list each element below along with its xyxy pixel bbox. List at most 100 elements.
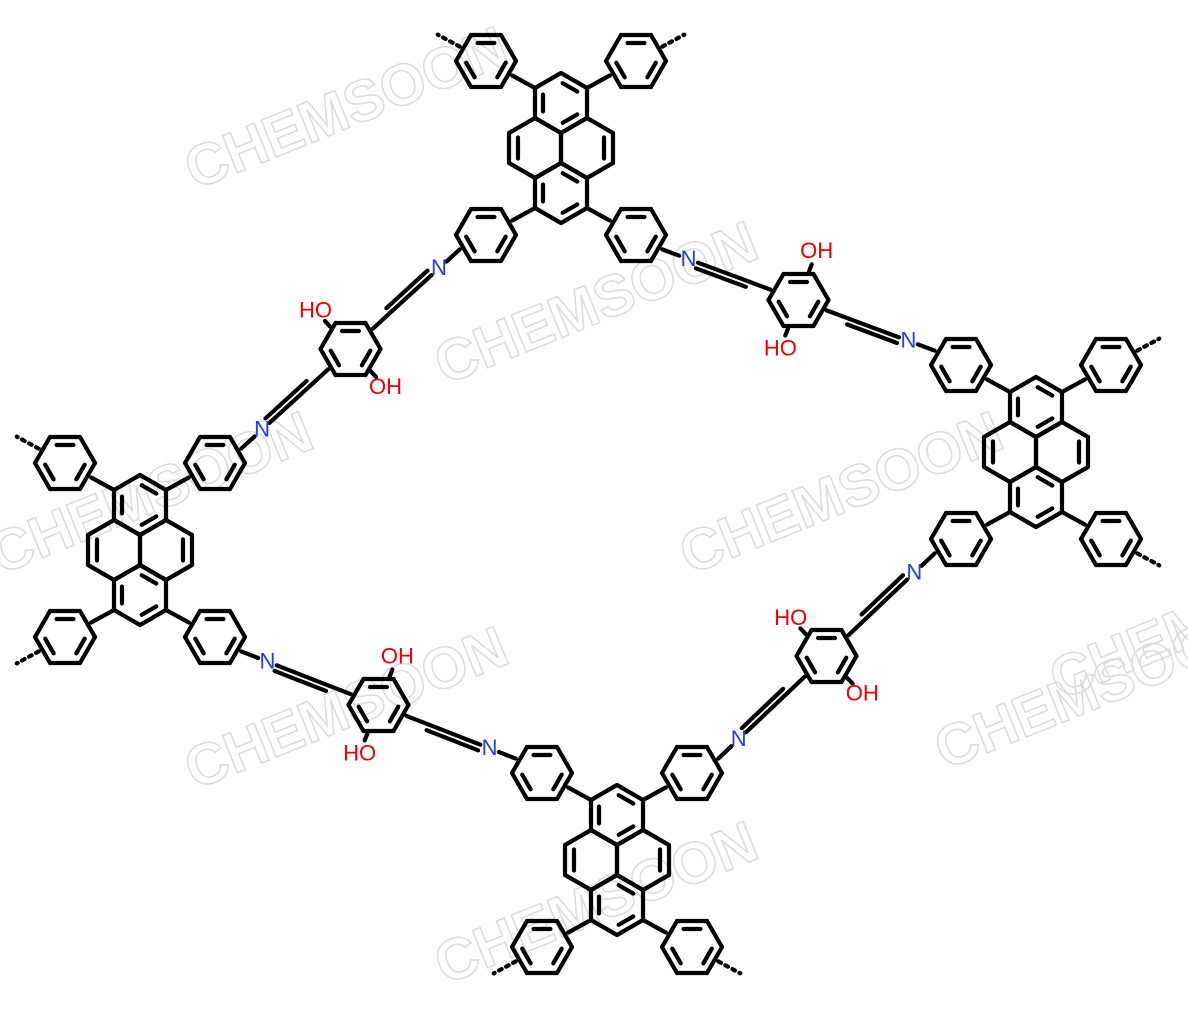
pyrene-bond (562, 872, 594, 893)
biaryl-bond (510, 73, 538, 91)
phenyl-bond (659, 944, 680, 976)
imine-double-bond (743, 691, 790, 735)
aromatic-bond (224, 636, 237, 656)
linker-ring-bond (391, 702, 411, 734)
phenyl-bond (453, 58, 474, 90)
aromatic-bond (670, 772, 683, 792)
phenyl-bond (32, 460, 53, 492)
aromatic-bond (74, 636, 87, 656)
pyrene-bond (1007, 464, 1039, 485)
watermark-text: CHEMSOON (426, 209, 767, 397)
aromatic-bond (776, 299, 790, 319)
phenyl-bond (1078, 510, 1099, 542)
pyrene-bond (1007, 509, 1039, 530)
phenyl-bond (1123, 336, 1144, 368)
aromatic-bond (74, 462, 87, 482)
phenyl-bond (32, 634, 53, 666)
phenyl-bond (659, 770, 680, 802)
phenyl-bond (227, 634, 248, 666)
watermark-text: CHEMSOON (0, 399, 322, 587)
phenyl-bond (453, 232, 474, 264)
linker-ring-bond (839, 653, 859, 685)
polymer-continuation-bond (491, 959, 518, 976)
aromatic-bond (701, 946, 714, 966)
imine-double-bond (424, 728, 481, 753)
pyrene-bond (584, 115, 616, 136)
phenyl-bond (648, 58, 669, 90)
phenyl-bond (704, 944, 725, 976)
c-c-bond (824, 308, 852, 321)
aromatic-bond (495, 60, 508, 80)
linker-ring-bond (391, 676, 411, 708)
phenyl-bond (659, 744, 680, 776)
biaryl-bond (1059, 377, 1087, 395)
phenyl-bond (928, 536, 949, 568)
phenyl-bond (973, 362, 994, 394)
biaryl-bond (163, 475, 191, 493)
pyrene-bond (506, 160, 538, 181)
phenyl-bond (509, 944, 530, 976)
nitrogen-label: N (431, 255, 447, 280)
biaryl-bond (640, 917, 668, 935)
linker-ring-bond (318, 346, 338, 378)
phenyl-bond (603, 32, 624, 64)
linker-ring-bond (766, 271, 786, 303)
aromatic-bond (359, 348, 373, 368)
c-c-bond (785, 674, 807, 696)
biaryl-bond (640, 785, 668, 803)
pyrene-bond (558, 160, 590, 181)
pyrene-bond (506, 115, 538, 136)
phenyl-bond (704, 744, 725, 776)
aromatic-bond (1035, 506, 1055, 519)
aromatic-bond (328, 348, 342, 368)
imine-double-bond (272, 668, 329, 694)
pyrene-bond (1033, 419, 1065, 440)
biaryl-bond (985, 377, 1013, 395)
biaryl-bond (1059, 509, 1087, 527)
phenyl-bond (648, 32, 669, 64)
c-c-bond (326, 683, 353, 697)
c-o-bond (322, 318, 333, 329)
phenyl-bond (182, 608, 203, 640)
phenyl-bond (227, 460, 248, 492)
nitrogen-label: N (906, 560, 922, 585)
aromatic-bond (495, 234, 508, 254)
linker-ring-bond (794, 653, 814, 685)
c-c-bond (846, 616, 868, 638)
phenyl-bond (498, 58, 519, 90)
aromatic-bond (616, 914, 636, 927)
pyrene-bond (1033, 464, 1065, 485)
watermark-text: CHEMSOON (176, 614, 517, 802)
pyrene-bond (163, 562, 195, 583)
linker-ring-bond (318, 320, 338, 352)
imine-double-bond (695, 260, 751, 284)
phenyl-bond (1123, 362, 1144, 394)
aromatic-bond (551, 772, 564, 792)
nitrogen-label: N (731, 726, 747, 751)
c-c-bond (745, 279, 773, 292)
pyrene-bond (614, 872, 646, 893)
linker-ring-bond (766, 297, 786, 329)
phenyl-bond (1078, 362, 1099, 394)
phenyl-bond (603, 58, 624, 90)
hydroxyl-label: OH (800, 238, 833, 263)
phenyl-bond (453, 206, 474, 238)
imine-double-bond (274, 663, 331, 688)
phenyl-bond (1078, 536, 1099, 568)
c-n-bond (496, 749, 518, 761)
pyrene-bond (640, 872, 672, 893)
biaryl-bond (566, 785, 594, 803)
pyrene-bond (111, 517, 143, 538)
nitrogen-label: N (900, 328, 916, 353)
pyrene-bond (558, 70, 590, 91)
aromatic-bond (1089, 364, 1102, 384)
linker-ring-bond (839, 627, 859, 659)
c-n-bond (716, 744, 734, 761)
phenyl-bond (603, 232, 624, 264)
nitrogen-label: N (259, 648, 275, 673)
c-n-bond (660, 247, 682, 258)
aromatic-bond (616, 824, 636, 837)
c-o-bond (783, 326, 791, 338)
phenyl-bond (704, 770, 725, 802)
